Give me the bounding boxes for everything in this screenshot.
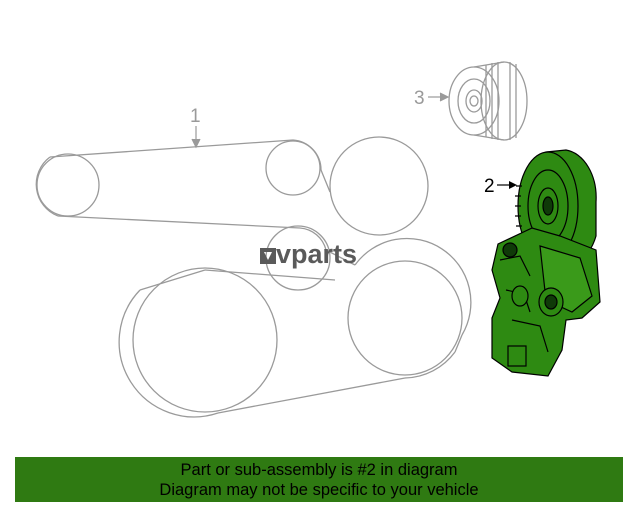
callout-leaders xyxy=(191,92,450,149)
watermark-text: vparts xyxy=(276,239,357,269)
callout-3-label: 3 xyxy=(414,88,425,109)
callout-1-label: 1 xyxy=(190,106,201,127)
belt-routing xyxy=(35,61,528,418)
crank-pulley-left xyxy=(36,153,100,217)
crankshaft-pulley xyxy=(132,267,278,413)
tensioner-assembly-part xyxy=(491,149,601,377)
banner-line-disclaimer: Diagram may not be specific to your vehi… xyxy=(159,481,479,499)
alternator-pulley xyxy=(329,136,429,236)
callout-2-label: 2 xyxy=(484,176,495,197)
callout-3-arrowhead xyxy=(439,92,450,102)
serpentine-belt xyxy=(35,139,472,418)
vparts-watermark: vparts xyxy=(260,239,357,269)
callout-2-arrowhead xyxy=(509,181,517,189)
info-banner: Part or sub-assembly is #2 in diagram Di… xyxy=(15,457,623,502)
callout-2-leader-group xyxy=(497,181,517,189)
small-idler-top xyxy=(265,140,321,196)
idler-pulley-part xyxy=(448,61,528,141)
water-pump-pulley xyxy=(347,260,463,376)
callout-1-arrowhead xyxy=(191,138,201,149)
vparts-logo-mark xyxy=(260,248,276,264)
banner-line-part: Part or sub-assembly is #2 in diagram xyxy=(180,461,458,479)
